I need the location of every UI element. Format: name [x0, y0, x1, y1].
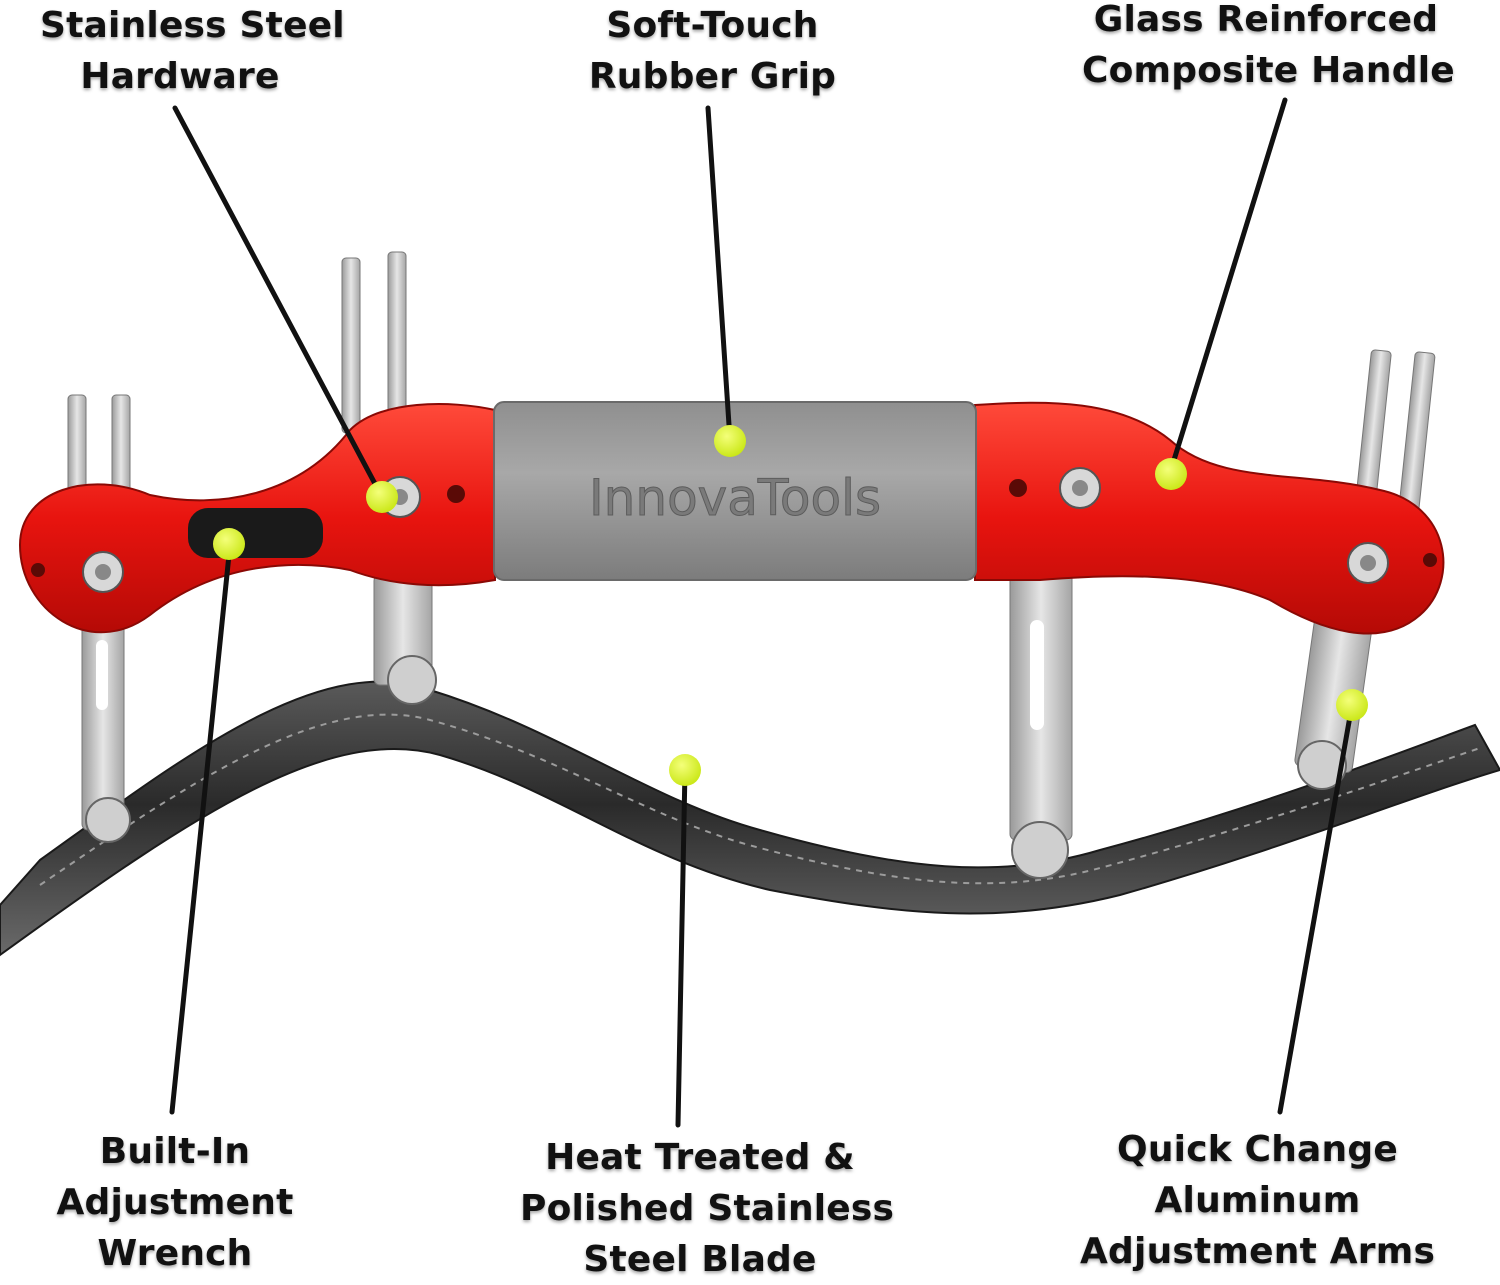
marker-dot-handle	[1155, 458, 1187, 490]
composite-handle	[18, 401, 1445, 635]
leader-lines	[169, 97, 1355, 1128]
callout-stainless-hardware: Stainless Steel Hardware	[40, 5, 345, 97]
marker-dot-blade	[669, 754, 701, 786]
marker-dot-hardware	[366, 481, 398, 513]
marker-dots	[213, 425, 1368, 786]
marker-dot-arms	[1336, 689, 1368, 721]
callout-blade: Heat Treated & Polished Stainless Steel …	[520, 1137, 895, 1280]
callout-wrench: Built-In Adjustment Wrench	[56, 1131, 294, 1274]
stainless-blade	[0, 680, 1500, 957]
brand-logo: InnovaTools	[589, 469, 881, 527]
rubber-grip: InnovaTools	[493, 401, 977, 581]
callout-composite-handle: Glass Reinforced Composite Handle	[1082, 0, 1455, 91]
adjustment-arms	[67, 251, 1436, 879]
marker-dot-wrench	[213, 528, 245, 560]
callout-rubber-grip: Soft-Touch Rubber Grip	[588, 5, 837, 97]
marker-dot-grip	[714, 425, 746, 457]
callout-arms: Quick Change Aluminum Adjustment Arms	[1080, 1129, 1436, 1272]
